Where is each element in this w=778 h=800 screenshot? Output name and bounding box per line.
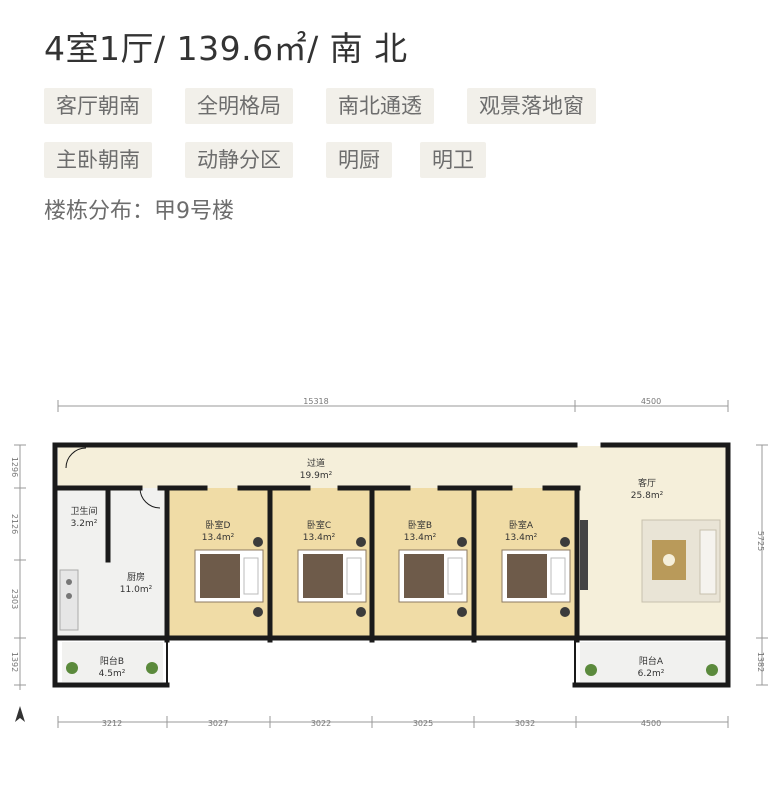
dim-bottom-5: 3032 (515, 719, 535, 728)
nightstands (253, 537, 570, 617)
bed-d (194, 549, 264, 603)
dim-top-1: 15318 (303, 397, 328, 406)
dim-right-1: 5725 (756, 531, 765, 551)
balcony-b-name: 阳台B (100, 655, 124, 667)
dimension-lines (14, 400, 768, 728)
living-name: 客厅 (638, 477, 656, 489)
balcony-b-floor (62, 642, 163, 682)
tv-cabinet (580, 520, 588, 590)
dim-right-2: 1382 (756, 652, 765, 672)
bedroom-a-area: 13.4m² (505, 533, 538, 543)
bath-name: 卫生间 (70, 505, 97, 517)
balcony-a-area: 6.2m² (638, 669, 665, 679)
tag-full-bright: 全明格局 (185, 88, 293, 124)
listing-title: 4室1厅/ 139.6㎡/ 南 北 (44, 29, 408, 68)
tag-living-south: 客厅朝南 (44, 88, 152, 124)
kitchen-counter (59, 569, 79, 631)
plant-icons (66, 662, 718, 676)
dim-left-1: 1296 (10, 457, 19, 477)
tag-floor-window: 观景落地窗 (467, 88, 596, 124)
tag-bright-bath: 明卫 (420, 142, 486, 178)
dim-bottom-4: 3025 (413, 719, 433, 728)
tag-zoning: 动静分区 (185, 142, 293, 178)
dim-top-2: 4500 (641, 397, 661, 406)
dim-left-3: 2303 (10, 589, 19, 609)
walls (52, 442, 731, 688)
bedroom-b-name: 卧室B (408, 519, 432, 531)
bath-area: 3.2m² (71, 519, 98, 529)
dim-left-4: 1392 (10, 652, 19, 672)
balcony-a-name: 阳台A (639, 655, 664, 667)
living-area: 25.8m² (631, 491, 664, 501)
dim-bottom-2: 3027 (208, 719, 228, 728)
sofa-set (641, 519, 721, 603)
bedroom-b-area: 13.4m² (404, 533, 437, 543)
bedroom-d-name: 卧室D (206, 519, 231, 531)
kitchen-name: 厨房 (127, 571, 145, 583)
corridor-area: 19.9m² (300, 471, 333, 481)
corridor-name: 过道 (307, 457, 325, 469)
dim-bottom-1: 3212 (102, 719, 122, 728)
bedroom-c-name: 卧室C (307, 519, 331, 531)
bed-a (501, 549, 571, 603)
dim-left-2: 2126 (10, 514, 19, 534)
tag-master-south: 主卧朝南 (44, 142, 152, 178)
tag-north-south: 南北通透 (326, 88, 434, 124)
bedroom-d-area: 13.4m² (202, 533, 235, 543)
dim-bottom-6: 4500 (641, 719, 661, 728)
bed-c (297, 549, 367, 603)
balcony-b-area: 4.5m² (99, 669, 126, 679)
bedroom-c-area: 13.4m² (303, 533, 336, 543)
north-arrow-icon (15, 706, 25, 722)
tag-bright-kitchen: 明厨 (326, 142, 392, 178)
dim-bottom-3: 3022 (311, 719, 331, 728)
bedroom-a-name: 卧室A (509, 519, 534, 531)
kitchen-area: 11.0m² (120, 585, 153, 595)
bed-b (398, 549, 468, 603)
building-info: 楼栋分布：甲9号楼 (44, 199, 234, 224)
balcony-a-floor (580, 642, 726, 682)
floorplan: 15318 4500 3212 3027 3022 3025 3032 4500… (10, 397, 768, 728)
